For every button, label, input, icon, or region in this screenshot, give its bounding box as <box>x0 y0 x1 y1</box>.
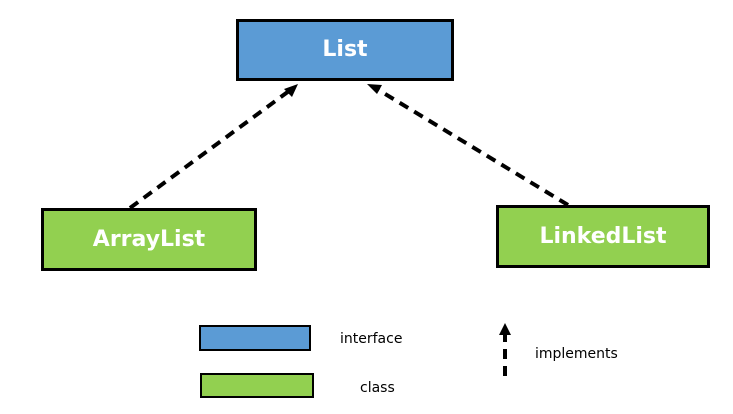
legend-class-swatch <box>200 373 314 398</box>
node-linkedlist-class: LinkedList <box>496 205 710 268</box>
legend-implements-arrowhead <box>499 323 511 335</box>
arrowhead-list-left <box>284 84 298 97</box>
legend-class-label: class <box>360 380 395 396</box>
legend-interface-swatch <box>199 325 311 351</box>
node-list-interface: List <box>236 19 454 81</box>
legend-interface-label: interface <box>340 331 403 347</box>
edge-linkedlist-to-list <box>375 87 570 207</box>
edge-arraylist-to-list <box>128 89 291 210</box>
legend-implements-label: implements <box>535 346 618 362</box>
arrowhead-list-right <box>367 84 382 94</box>
node-arraylist-class: ArrayList <box>41 208 257 271</box>
